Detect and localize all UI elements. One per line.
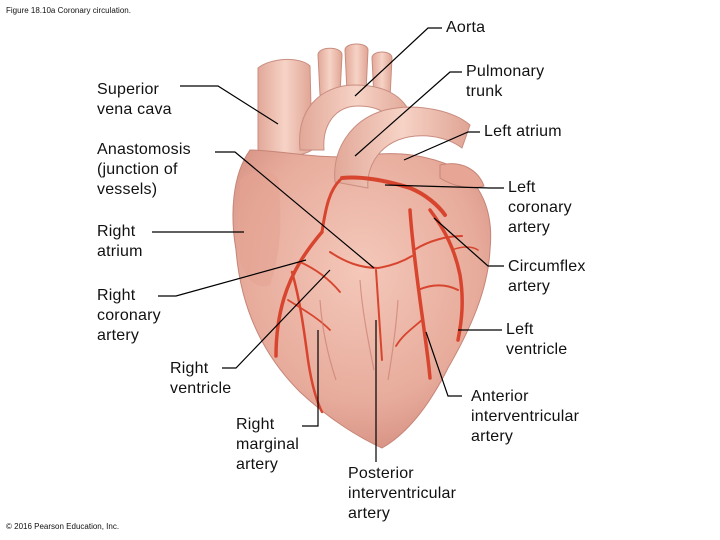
leader-right-ventricle <box>222 269 331 369</box>
left-atrium-auricle <box>439 163 485 189</box>
right-branch-2 <box>287 299 331 331</box>
leader-aorta <box>354 27 442 97</box>
leader-lines <box>152 27 504 462</box>
right-marginal-artery-vessel <box>290 270 324 414</box>
leader-right-coronary-artery <box>158 259 307 297</box>
label-posterior-interventricular-artery: Posterior interventricular artery <box>348 465 457 522</box>
label-right-marginal-artery: Right marginal artery <box>236 416 299 473</box>
label-anterior-interventricular-artery: Anterior interventricular artery <box>471 388 580 445</box>
leader-left-atrium <box>403 131 480 161</box>
posterior-interventricular-artery-vessel <box>375 269 383 361</box>
anterior-interventricular-artery-vessel <box>408 208 432 380</box>
right-coronary-artery-vessel <box>274 230 324 358</box>
label-right-coronary-artery: Right coronary artery <box>97 287 161 344</box>
label-anastomosis: Anastomosis (junction of vessels) <box>97 141 191 198</box>
leader-anterior-interventricular-artery <box>425 331 462 397</box>
copyright-notice: © 2016 Pearson Education, Inc. <box>6 522 120 531</box>
label-superior-vena-cava: Superior vena cava <box>97 81 172 118</box>
right-atrium-region <box>240 171 281 287</box>
anterior-branch-2 <box>417 284 459 291</box>
left-coronary-artery-vessel <box>340 175 447 217</box>
circumflex-artery-vessel <box>428 208 464 342</box>
anastomosis-vessel <box>329 251 413 270</box>
leader-pulmonary-trunk <box>354 71 462 157</box>
label-pulmonary-trunk: Pulmonary trunk <box>466 63 545 100</box>
label-left-coronary-artery: Left coronary artery <box>508 179 572 236</box>
aortic-branch-right <box>371 51 393 99</box>
leader-right-marginal-artery <box>302 330 319 427</box>
figure-caption: Figure 18.10a Coronary circulation. <box>6 6 131 15</box>
coronary-arteries <box>274 175 479 414</box>
leader-superior-vena-cava <box>180 85 279 125</box>
label-left-atrium: Left atrium <box>484 123 562 140</box>
pulmonary-trunk <box>334 106 471 189</box>
label-left-ventricle: Left ventricle <box>506 321 568 358</box>
cardiac-veins <box>319 279 399 381</box>
label-aorta: Aorta <box>446 19 486 36</box>
leader-left-coronary-artery <box>384 184 504 189</box>
right-branch-1 <box>299 261 341 293</box>
anterior-branch-3 <box>395 319 423 347</box>
label-right-atrium: Right atrium <box>97 223 143 260</box>
label-right-ventricle: Right ventricle <box>170 360 232 397</box>
label-circumflex-artery: Circumflex artery <box>508 258 586 295</box>
anterior-branch-1 <box>413 235 463 251</box>
leader-circumflex-artery <box>433 217 504 267</box>
leader-anastomosis <box>215 151 375 269</box>
